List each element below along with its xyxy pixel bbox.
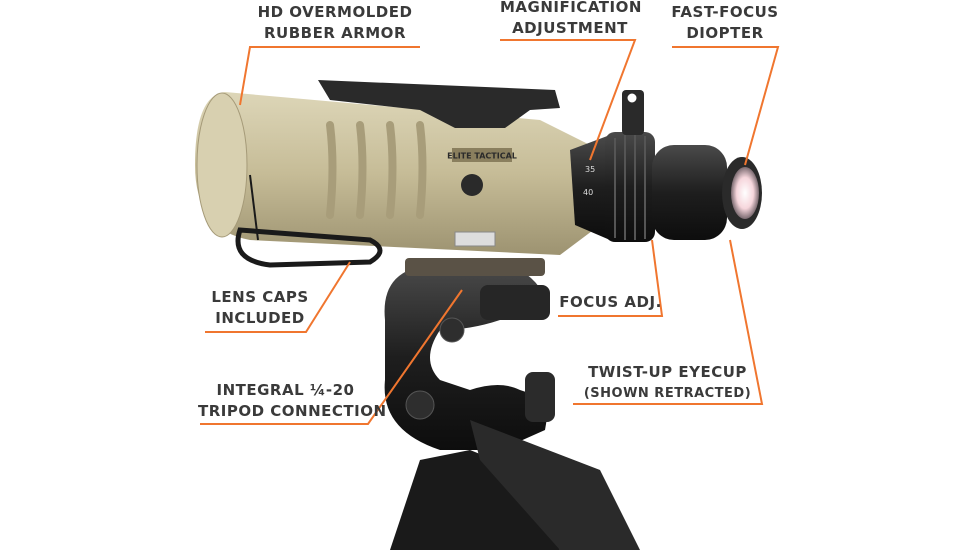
lens-cap [235,227,383,268]
eyepiece-lens [731,167,759,219]
callout-text: DIOPTER [686,24,764,42]
callout-rubber-armor: HD OVERMOLDED RUBBER ARMOR [255,2,415,44]
callout-focus: FOCUS ADJ. [558,292,663,313]
callout-text: MAGNIFICATION [500,0,642,16]
tripod-head [384,258,640,550]
brand-badge: ELITE TACTICAL [447,152,517,161]
leader-lines [200,39,780,425]
callout-magnification: MAGNIFICATION ADJUSTMENT [500,0,642,39]
callout-text: TRIPOD CONNECTION [198,402,387,420]
callout-diopter: FAST-FOCUS DIOPTER [665,2,785,44]
spotting-scope: ELITE TACTICAL [195,80,600,268]
callout-text: HD OVERMOLDED [257,3,413,21]
callout-text: FAST-FOCUS [671,3,779,21]
callout-text: TWIST-UP EYECUP [588,363,747,381]
callout-text: ADJUSTMENT [512,19,628,37]
zoom-mark-40: 40 [583,188,593,197]
accessory-rail [318,80,560,128]
callout-tripod-connection: INTEGRAL ¼-20 TRIPOD CONNECTION [198,380,387,422]
callout-text: LENS CAPS [211,288,309,306]
callout-text: INCLUDED [215,309,305,327]
callout-text: INTEGRAL ¼-20 [216,381,355,399]
callout-lens-caps: LENS CAPS INCLUDED [205,287,315,329]
callout-eyecup: TWIST-UP EYECUP (SHOWN RETRACTED) [575,362,760,404]
callout-text: (SHOWN RETRACTED) [583,386,752,401]
zoom-mark-35: 35 [585,165,595,174]
eyepiece: 40 35 [570,90,762,242]
callout-text: FOCUS ADJ. [559,293,662,311]
callout-text: RUBBER ARMOR [263,24,406,42]
